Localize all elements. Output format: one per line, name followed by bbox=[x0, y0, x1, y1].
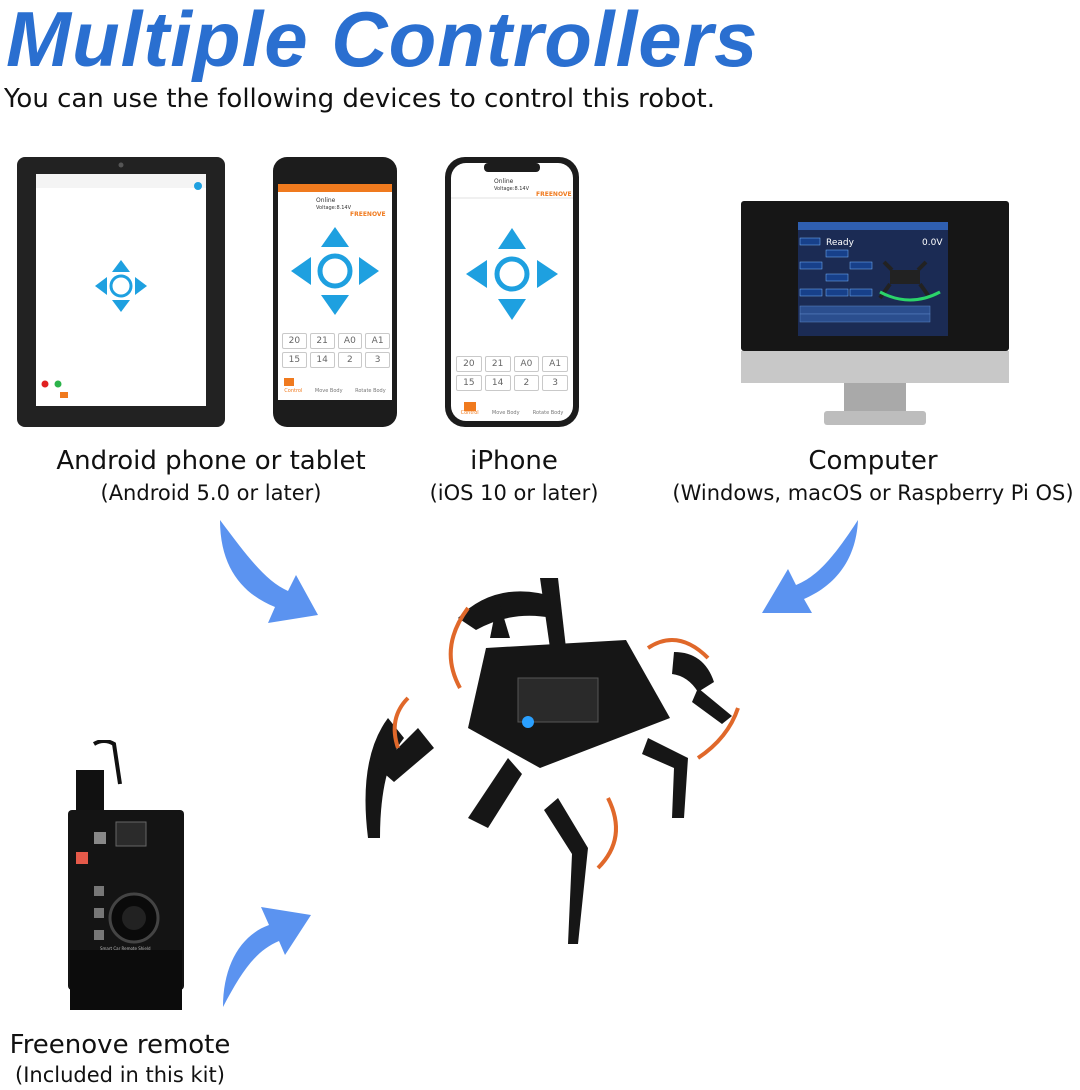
iphone-tab-rotate-body: Rotate Body bbox=[532, 410, 564, 416]
quadruped-robot-image bbox=[365, 578, 740, 944]
phone-dpad-icon bbox=[291, 227, 379, 315]
android-tab-bar: Control Move Body Rotate Body bbox=[278, 388, 392, 394]
app-key-button: 3 bbox=[542, 375, 568, 391]
arrow-android-to-robot-icon bbox=[220, 520, 318, 623]
app-key-button: A1 bbox=[365, 333, 390, 349]
iphone-tab-bar: Control Move Body Rotate Body bbox=[454, 410, 570, 416]
app-key-button: 20 bbox=[282, 333, 307, 349]
app-key-button: A1 bbox=[542, 356, 568, 372]
page-subtitle: You can use the following devices to con… bbox=[4, 84, 715, 114]
tablet-dpad-icon bbox=[95, 260, 147, 312]
computer-robot-icon bbox=[878, 260, 941, 302]
iphone-voltage: Voltage:8.14V bbox=[494, 186, 529, 192]
android-tab-rotate-body: Rotate Body bbox=[355, 388, 386, 394]
computer-voltage: 0.0V bbox=[922, 238, 943, 248]
app-key-button: 14 bbox=[484, 375, 511, 391]
android-brand: FREENOVE bbox=[350, 211, 386, 218]
remote-label: Smart Car Remote Shield bbox=[100, 946, 151, 951]
iphone-tab-move-body: Move Body bbox=[491, 410, 520, 416]
caption-iphone-name: iPhone bbox=[470, 446, 558, 476]
app-key-button: 20 bbox=[456, 356, 482, 372]
android-status: Online bbox=[316, 197, 336, 204]
caption-remote-name: Freenove remote bbox=[9, 1030, 231, 1060]
caption-remote-requirement: (Included in this kit) bbox=[15, 1063, 225, 1087]
computer-status: Ready bbox=[826, 238, 854, 248]
android-tab-move-body: Move Body bbox=[314, 388, 343, 394]
app-key-button: 3 bbox=[365, 352, 390, 368]
caption-computer-requirement: (Windows, macOS or Raspberry Pi OS) bbox=[672, 481, 1074, 505]
caption-iphone-requirement: (iOS 10 or later) bbox=[429, 481, 599, 505]
app-key-button: 21 bbox=[484, 356, 511, 372]
iphone-tab-control: Control bbox=[460, 410, 479, 416]
arrow-remote-to-robot-icon bbox=[223, 907, 311, 1007]
app-key-button: 14 bbox=[309, 352, 335, 368]
iphone-dpad-icon bbox=[466, 228, 558, 320]
app-key-button: 15 bbox=[456, 375, 482, 391]
arrow-computer-to-robot-icon bbox=[762, 520, 858, 613]
page-title: Multiple Controllers bbox=[6, 0, 759, 83]
caption-computer-name: Computer bbox=[808, 446, 938, 476]
app-key-button: 2 bbox=[513, 375, 540, 391]
iphone-brand: FREENOVE bbox=[536, 191, 572, 198]
app-key-button: 15 bbox=[282, 352, 307, 368]
android-tablet-image bbox=[17, 157, 225, 427]
computer-monitor-image bbox=[741, 201, 1009, 425]
iphone-status: Online bbox=[494, 178, 514, 185]
app-key-button: A0 bbox=[337, 333, 363, 349]
android-voltage: Voltage:8.14V bbox=[316, 205, 351, 211]
app-key-button: 21 bbox=[309, 333, 335, 349]
android-tab-control: Control bbox=[284, 388, 303, 394]
caption-android-name: Android phone or tablet bbox=[56, 446, 366, 476]
freenove-remote-image bbox=[68, 740, 184, 1010]
caption-android-requirement: (Android 5.0 or later) bbox=[100, 481, 322, 505]
app-key-button: A0 bbox=[513, 356, 540, 372]
app-key-button: 2 bbox=[337, 352, 363, 368]
